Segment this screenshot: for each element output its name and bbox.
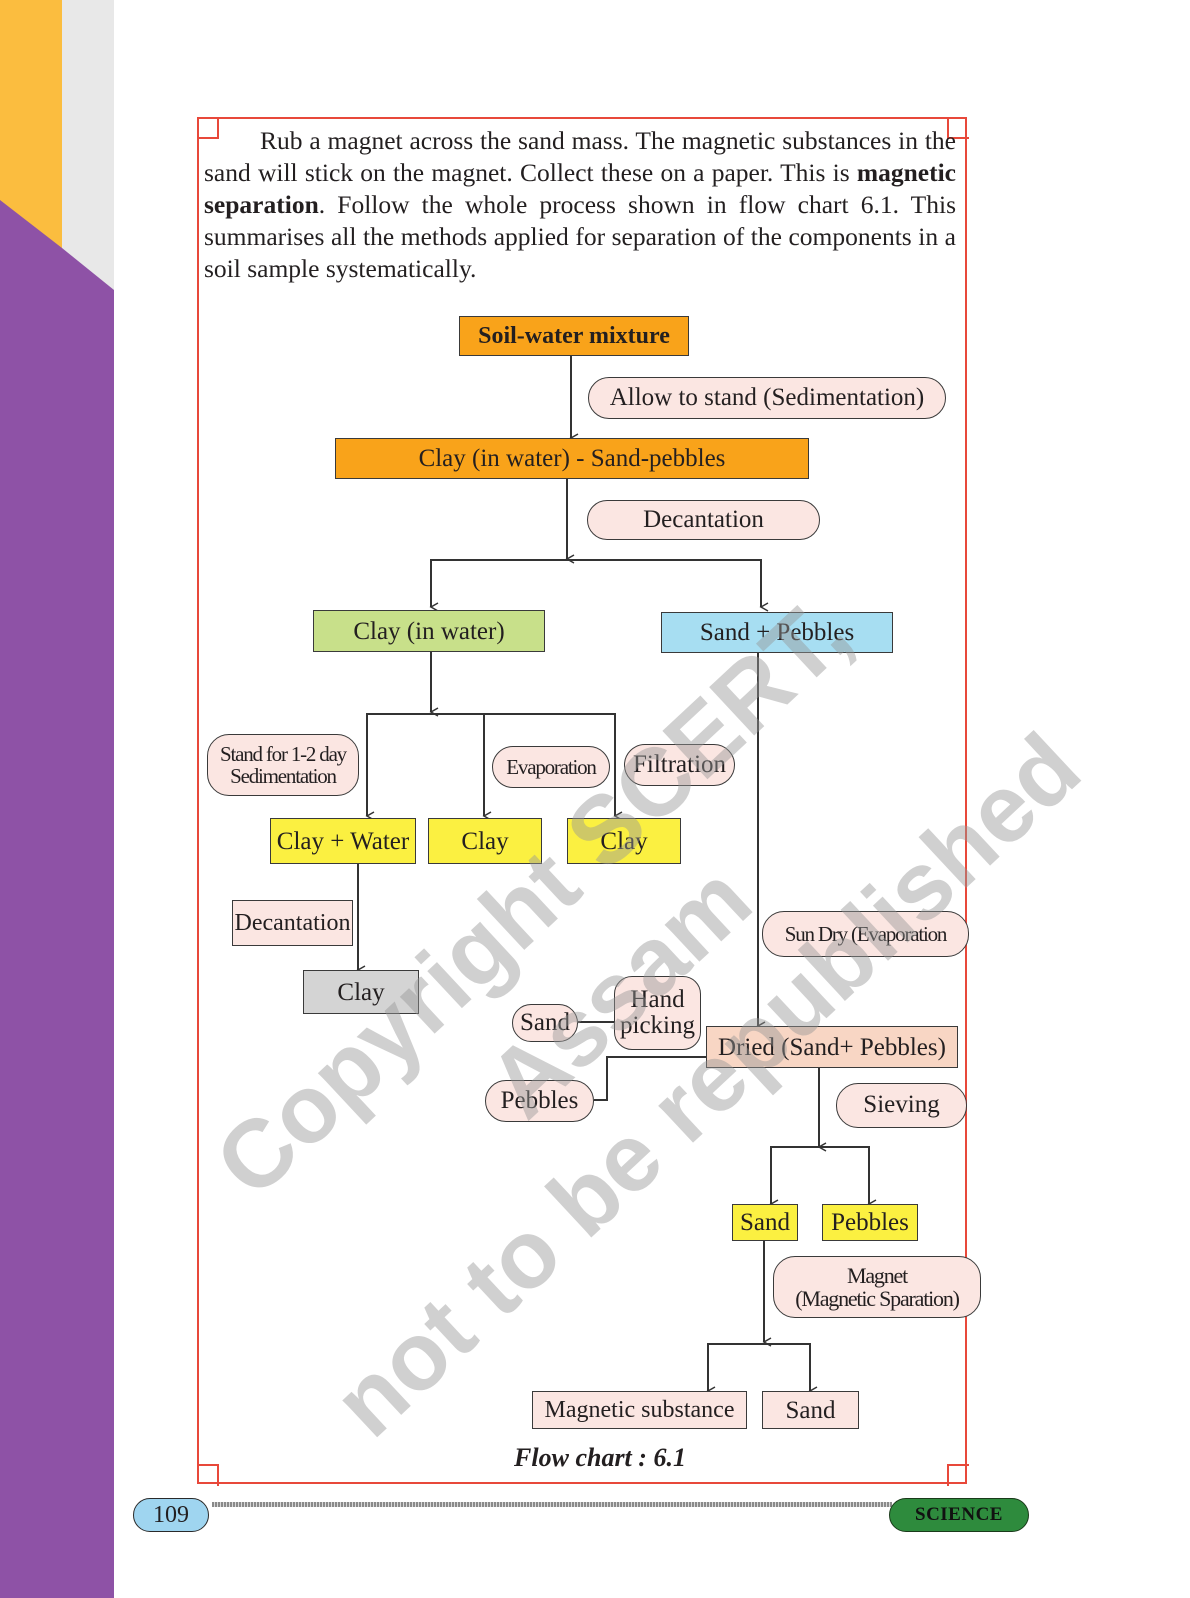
intro-paragraph: Rub a magnet across the sand mass. The m… — [204, 125, 956, 285]
connector-line — [366, 713, 616, 814]
step-hand-line1: Hand — [630, 985, 685, 1013]
frame-corner — [947, 117, 969, 139]
step-stand-line1: Stand for 1-2 day — [220, 741, 347, 766]
node-sand-pebbles: Sand + Pebbles — [661, 612, 893, 653]
step-decantation-top: Decantation — [587, 500, 820, 540]
step-stand-line2: Sedimentation — [230, 764, 337, 788]
node-soil-water-mixture: Soil-water mixture — [459, 316, 689, 356]
connector-line — [594, 1056, 706, 1101]
step-evaporation: Evaporation — [492, 746, 610, 788]
footer-rule — [212, 1502, 892, 1507]
frame-corner — [197, 1464, 219, 1486]
node-pebbles-sieved: Pebbles — [822, 1204, 918, 1241]
intro-text-before: Rub a magnet across the sand mass. The m… — [204, 126, 956, 187]
flow-chart-caption: Flow chart : 6.1 — [514, 1443, 686, 1472]
node-dried-sand-pebbles: Dried (Sand+ Pebbles) — [706, 1026, 958, 1068]
node-clay-filtered: Clay — [567, 818, 681, 864]
step-allow-to-stand: Allow to stand (Sedimentation) — [588, 377, 946, 419]
step-sieving: Sieving — [836, 1083, 967, 1128]
step-sun-dry: Sun Dry (Evaporation — [762, 911, 969, 957]
node-clay-sand-pebbles: Clay (in water) - Sand-pebbles — [335, 438, 809, 479]
frame-corner — [197, 117, 219, 139]
node-clay-water: Clay + Water — [270, 818, 416, 864]
node-clay-evaporated: Clay — [428, 818, 542, 864]
grey-sidebar-tab — [62, 0, 114, 290]
step-filtration: Filtration — [624, 744, 735, 786]
step-magnet-line1: Magnet — [846, 1262, 908, 1288]
connector-line — [430, 559, 762, 607]
step-magnetic-separation: Magnet (Magnetic Sparation) — [773, 1256, 981, 1318]
step-magnet-line2: (Magnetic Sparation) — [795, 1286, 960, 1311]
step-hand-picking: Hand picking — [614, 976, 701, 1050]
node-clay-in-water: Clay (in water) — [313, 610, 545, 652]
node-magnetic-substance: Magnetic substance — [532, 1391, 747, 1429]
yellow-sidebar-tab — [0, 0, 62, 248]
node-sand-sieved: Sand — [732, 1204, 798, 1241]
step-hand-line2: picking — [620, 1012, 695, 1039]
step-stand-sedimentation: Stand for 1-2 day Sedimentation — [207, 734, 359, 796]
node-sand-final: Sand — [762, 1391, 859, 1429]
node-sand-handpicked: Sand — [512, 1004, 578, 1042]
intro-key-term: magnetic separation — [204, 158, 956, 219]
content-frame — [197, 117, 967, 1484]
frame-corner — [947, 1464, 969, 1486]
page-number: 109 — [133, 1498, 209, 1532]
step-decantation-left: Decantation — [232, 900, 353, 946]
connector-line — [707, 1343, 811, 1390]
node-clay-decanted: Clay — [303, 970, 419, 1014]
intro-text-after: . Follow the whole process shown in flow… — [204, 190, 956, 283]
subject-badge: SCIENCE — [889, 1498, 1029, 1532]
node-pebbles-handpicked: Pebbles — [485, 1080, 594, 1122]
connector-line — [770, 1146, 870, 1202]
